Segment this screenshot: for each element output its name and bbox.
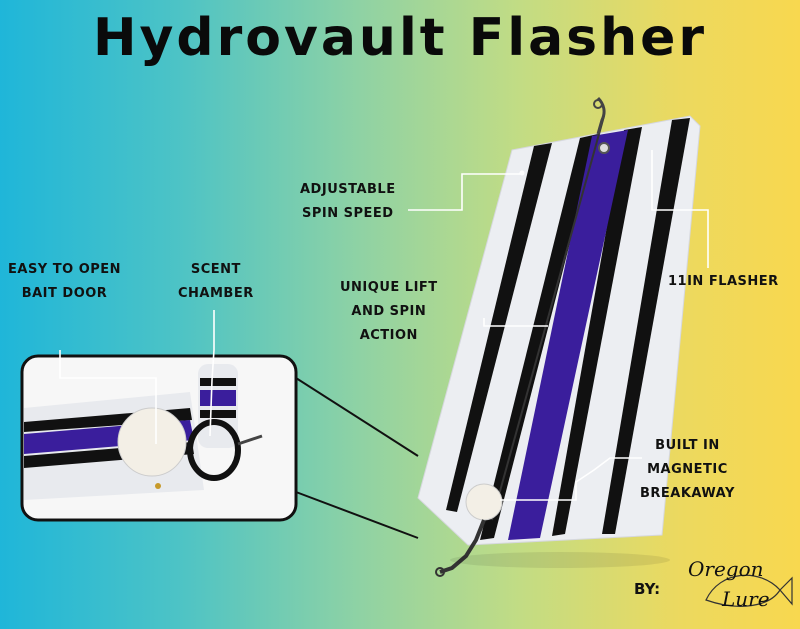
logo-text-lure: Lure [722,587,770,611]
label-line: Magnetic [647,462,728,477]
label-adjustable-spin-speed: Adjustable Spin Speed [300,178,396,226]
flasher-body [417,96,701,577]
label-line: Built In [655,438,720,453]
logo-text-oregon: Oregon [688,557,764,581]
label-line: and spin [351,304,427,319]
label-line: Adjustable [300,182,396,197]
label-line: action [359,328,418,343]
label-magnetic-breakaway: Built In Magnetic breakaway [640,434,735,506]
callout-adjustable [408,173,520,211]
callout-easy-open [59,350,157,444]
label-line: Spin Speed [302,206,394,221]
label-scent-chamber: Scent Chamber [178,258,254,306]
label-line: breakaway [640,486,735,501]
callout-magnetic [500,457,642,501]
label-11in-flasher: 11in Flasher [668,270,779,294]
logo-fish-graphic [705,574,793,607]
label-line: Chamber [178,286,254,301]
callout-scent [209,310,215,437]
page-title: Hydrovault Flasher [92,8,708,68]
oregon-lure-logo: Oregon Lure [682,557,792,617]
label-unique-lift: Unique lift and spin action [340,276,438,348]
by-label: BY: [634,580,661,598]
callout-11in [651,150,709,268]
callout-unique [483,318,548,327]
bait-door-inset [20,354,419,539]
label-easy-open-bait-door: Easy to open bait door [8,258,121,306]
label-line: Easy to open [8,262,122,277]
label-line: Unique lift [340,280,438,295]
label-line: bait door [21,286,108,301]
label-line: Scent [190,262,241,277]
label-line: 11in Flasher [668,274,779,289]
callout-lines [59,150,709,501]
